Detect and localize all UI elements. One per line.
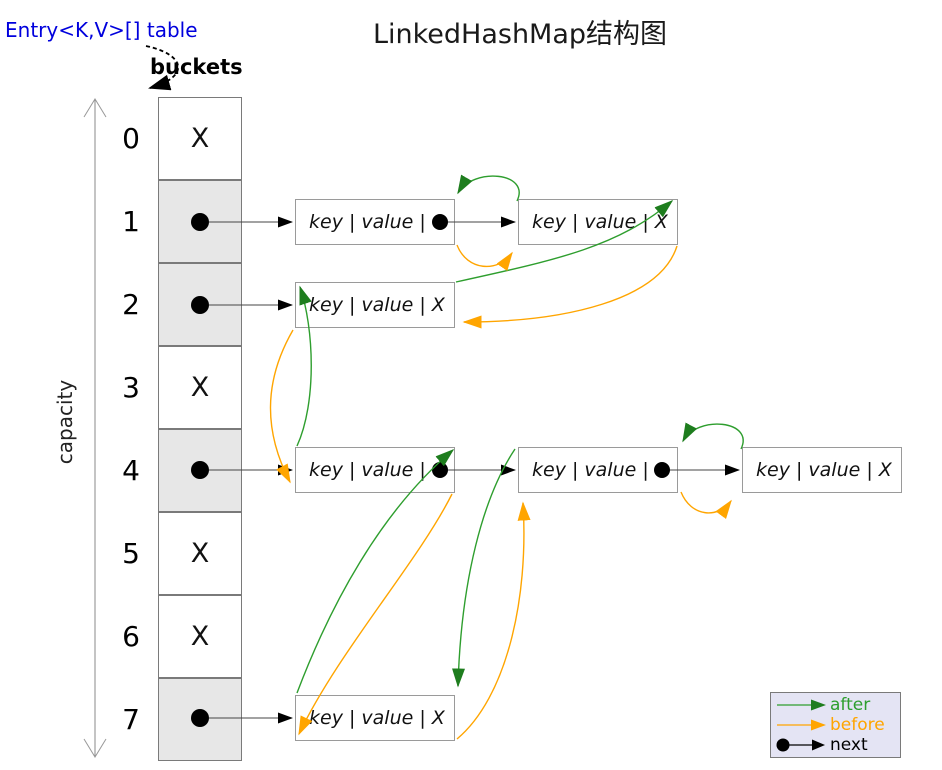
before-arrow-row1-to-row2 [462, 245, 678, 329]
entry-node-row4-b: key | value | [518, 447, 678, 493]
bucket-index-4: 4 [122, 454, 140, 487]
next-arrow-icon [776, 738, 825, 752]
bucket-cell-4 [158, 429, 242, 512]
legend-label-next: next [830, 735, 868, 755]
bucket-cell-0: X [158, 97, 242, 180]
bucket-index-6: 6 [122, 620, 140, 653]
before-arrow-icon [777, 719, 826, 731]
bucket-cell-1 [158, 180, 242, 263]
entry-node-row4-c: key | value |X [742, 447, 902, 493]
before-arrow-row7-to-row4 [456, 501, 531, 740]
bucket-index-7: 7 [122, 703, 140, 736]
legend-row-after: after [775, 695, 896, 715]
bucket-cell-7 [158, 678, 242, 761]
entry-node-row1-a: key | value | [295, 199, 455, 245]
entry-node-row4-a: key | value | [295, 447, 455, 493]
bucket-index-3: 3 [122, 371, 140, 404]
legend: after before next [770, 692, 901, 758]
entry-node-row1-b: key | value |X [518, 199, 678, 245]
entry-node-text: key | value | [532, 459, 649, 481]
legend-label-after: after [830, 695, 871, 715]
bucket-cell-3: X [158, 346, 242, 429]
entry-node-tail: X [431, 707, 445, 729]
after-arrow-row1-arc [457, 174, 520, 202]
after-arrow-row4-to-row7 [452, 448, 516, 688]
legend-row-next: next [775, 735, 896, 755]
entry-node-row7-a: key | value |X [295, 695, 455, 741]
before-arrow-row4-arc [680, 491, 732, 519]
before-arrow-row2-to-row4 [269, 329, 294, 484]
entry-node-row2-a: key | value |X [295, 282, 455, 328]
bucket-cell-6: X [158, 595, 242, 678]
legend-label-before: before [830, 715, 885, 735]
bucket-index-5: 5 [122, 537, 140, 570]
entry-node-tail: X [431, 294, 445, 316]
after-arrow-icon [777, 699, 826, 711]
entry-node-text: key | value | [309, 294, 426, 316]
bucket-index-2: 2 [122, 288, 140, 321]
legend-row-before: before [775, 715, 896, 735]
diagram-title: LinkedHashMap结构图 [372, 19, 668, 50]
entry-node-text: key | value | [309, 211, 426, 233]
entry-node-text: key | value | [756, 459, 873, 481]
entry-node-text: key | value | [309, 459, 426, 481]
entry-node-tail: X [878, 459, 892, 481]
bucket-cell-2 [158, 263, 242, 346]
entry-node-tail: X [654, 211, 668, 233]
bucket-cell-5: X [158, 512, 242, 595]
bucket-index-0: 0 [122, 122, 140, 155]
entry-table-label: Entry<K,V>[] table [5, 18, 198, 42]
buckets-label: buckets [150, 55, 243, 79]
before-arrow-row1-arc [456, 244, 513, 272]
entry-node-text: key | value | [532, 211, 649, 233]
capacity-label: capacity [53, 379, 77, 465]
after-arrow-row4-arc [682, 422, 744, 450]
entry-node-text: key | value | [309, 707, 426, 729]
bucket-index-1: 1 [122, 205, 140, 238]
